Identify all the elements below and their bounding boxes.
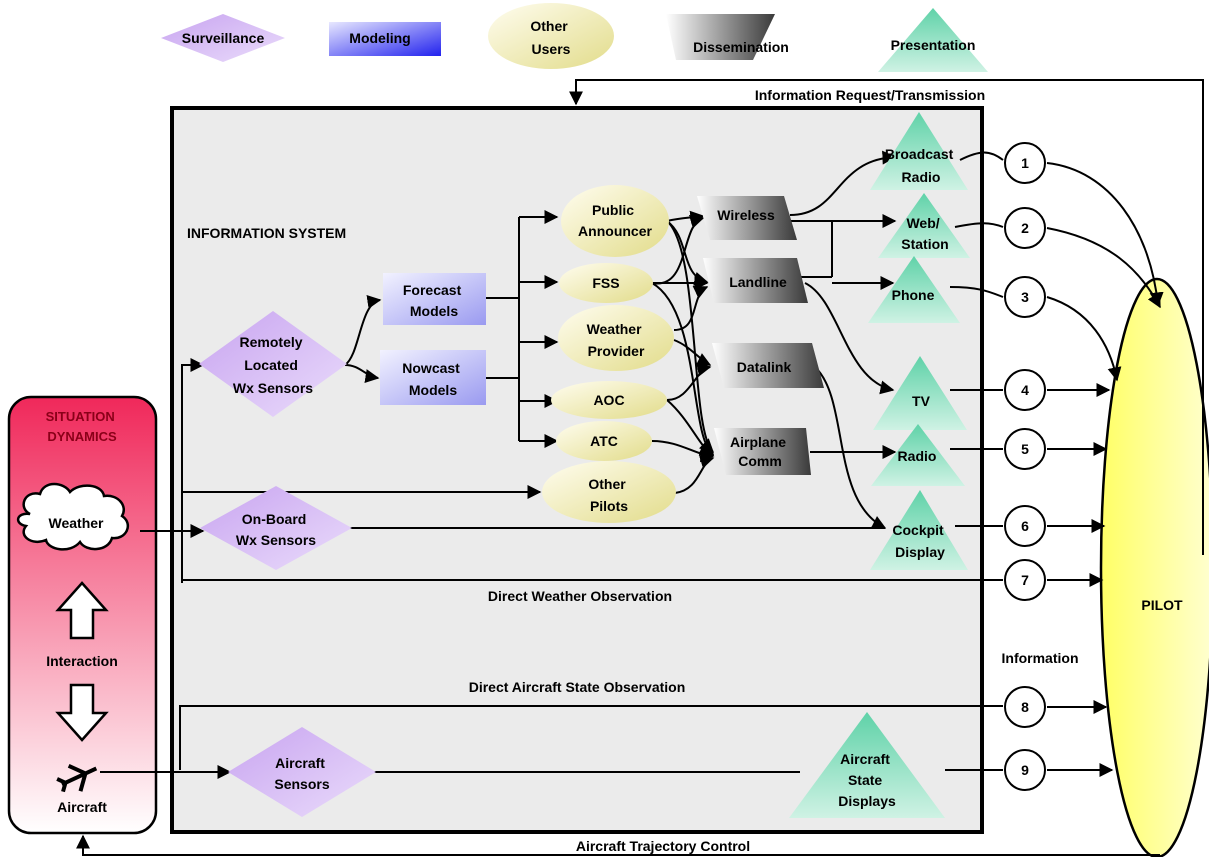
legend-modeling-label: Modeling (349, 30, 410, 46)
svg-text:Remotely Located W: Remotely Located Wx Sensors (233, 334, 313, 396)
interaction-down-arrow (55, 683, 109, 742)
datalink-node: Datalink (712, 343, 824, 388)
svg-text:TV: TV (912, 393, 931, 409)
channel-circles: 1 2 3 4 5 6 7 8 9 (1004, 142, 1046, 791)
interaction-label: Interaction (46, 653, 118, 669)
legend-presentation-shape (878, 8, 988, 72)
pilot-ellipse (1099, 277, 1209, 857)
trajectory-control-line (76, 834, 1160, 856)
svg-text:Landline: Landline (729, 274, 787, 290)
svg-text:Wireless: Wireless (717, 207, 775, 223)
trajectory-control-label: Aircraft Trajectory Control (576, 838, 750, 854)
fss-node: FSS (559, 263, 653, 303)
svg-text:Weather Provider: Weather Provider (587, 321, 646, 359)
svg-text:Nowcast Models: Nowcast Models (402, 360, 463, 398)
legend-modeling-shape (329, 22, 441, 56)
airplane-comm-node: Airplane Comm (714, 428, 811, 475)
info-request-line (569, 79, 1204, 555)
svg-text:On-Board Wx Sensors: On-Board Wx Sensors (236, 511, 316, 548)
direct-weather-label: Direct Weather Observation (488, 588, 672, 604)
cockpit-display-node: Cockpit Display (870, 490, 968, 570)
svg-text:3: 3 (1021, 289, 1029, 305)
connections (100, 150, 1164, 779)
aircraft-sensors-node: Aircraft Sensors (228, 727, 376, 817)
remote-wx-sensors-node: Remotely Located Wx Sensors (199, 311, 347, 417)
weather-cloud-icon (17, 482, 130, 551)
channel-3: 3 (1004, 276, 1046, 318)
aoc-node: AOC (551, 381, 667, 419)
radio-node: Radio (871, 424, 965, 486)
svg-text:6: 6 (1021, 518, 1029, 534)
legend-other-users-shape (488, 3, 614, 69)
channel-7: 7 (1004, 559, 1046, 601)
aircraft-state-displays-node: Aircraft State Displays (789, 712, 945, 818)
channel-6: 6 (1004, 505, 1046, 547)
legend-dissemination-label: Dissemination (693, 39, 789, 55)
svg-text:ATC: ATC (590, 433, 618, 449)
svg-text:Web/ Station: Web/ Station (901, 215, 948, 252)
svg-text:Public Announcer: Public Announcer (578, 202, 652, 239)
channel-8: 8 (1004, 686, 1046, 728)
legend-surveillance-label: Surveillance (182, 30, 265, 46)
svg-text:7: 7 (1021, 572, 1029, 588)
svg-text:Datalink: Datalink (737, 359, 792, 375)
svg-text:Aircraft Sensors: Aircraft Sensors (274, 755, 329, 792)
feedback-lines (76, 79, 1204, 856)
aircraft-label: Aircraft (57, 799, 107, 815)
nowcast-models-node: Nowcast Models (380, 350, 486, 405)
svg-text:Forecast Models: Forecast Models (403, 282, 465, 319)
svg-text:Aircraft State Dis: Aircraft State Displays (838, 751, 896, 809)
svg-text:4: 4 (1021, 382, 1029, 398)
svg-text:5: 5 (1021, 441, 1029, 457)
phone-node: Phone (868, 256, 960, 323)
weather-label: Weather (49, 515, 105, 531)
svg-text:2: 2 (1021, 220, 1029, 236)
svg-text:9: 9 (1021, 762, 1029, 778)
legend: Surveillance Modeling Other Users Dissem… (161, 3, 988, 72)
svg-text:1: 1 (1021, 155, 1029, 171)
landline-node: Landline (703, 258, 808, 303)
weather-provider-node: Weather Provider (558, 305, 674, 371)
situation-dynamics-title: SITUATION DYNAMICS (46, 409, 119, 444)
onboard-wx-sensors-node: On-Board Wx Sensors (200, 486, 352, 570)
svg-text:8: 8 (1021, 699, 1029, 715)
legend-dissemination-shape (666, 14, 775, 60)
svg-text:Other Pilots: Other Pilots (588, 476, 629, 514)
svg-text:AOC: AOC (593, 392, 624, 408)
info-system-label: INFORMATION SYSTEM (187, 225, 346, 241)
interaction-up-arrow (55, 581, 109, 640)
svg-text:Phone: Phone (892, 287, 935, 303)
svg-text:Broadcast Radio: Broadcast Radio (885, 146, 957, 185)
legend-other-users-label: Other Users (530, 18, 571, 57)
info-request-label: Information Request/Transmission (755, 87, 985, 103)
information-label: Information (1002, 650, 1079, 666)
wireless-node: Wireless (697, 196, 797, 240)
airplane-icon (56, 764, 98, 793)
channel-1: 1 (1004, 142, 1046, 184)
svg-text:FSS: FSS (592, 275, 619, 291)
direct-aircraft-label: Direct Aircraft State Observation (469, 679, 686, 695)
atc-node: ATC (556, 421, 652, 461)
channel-5: 5 (1004, 428, 1046, 470)
legend-surveillance-shape (161, 14, 285, 62)
svg-text:Radio: Radio (898, 448, 937, 464)
svg-text:Cockpit Display: Cockpit Display (892, 522, 947, 560)
channel-9: 9 (1004, 749, 1046, 791)
public-announcer-node: Public Announcer (561, 185, 669, 257)
tv-node: TV (873, 356, 967, 430)
forecast-models-node: Forecast Models (383, 273, 486, 325)
channel-2: 2 (1004, 207, 1046, 249)
svg-text:Airplane Comm: Airplane Comm (730, 434, 790, 469)
legend-presentation-label: Presentation (891, 37, 976, 53)
pilot-label: PILOT (1141, 597, 1183, 613)
broadcast-radio-node: Broadcast Radio (870, 112, 968, 190)
other-pilots-node: Other Pilots (542, 461, 676, 523)
channel-4: 4 (1004, 369, 1046, 411)
web-station-node: Web/ Station (878, 193, 970, 258)
